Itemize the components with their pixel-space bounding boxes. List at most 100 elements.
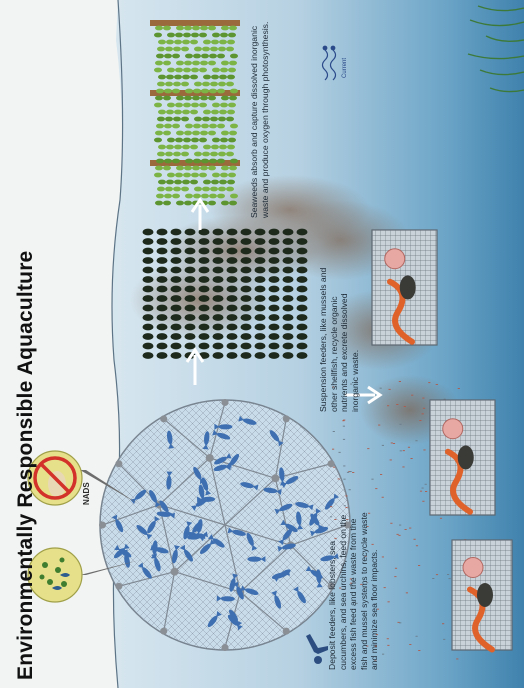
seaweed-frond	[209, 158, 217, 164]
seaweed-frond	[211, 109, 219, 115]
lobster-cage	[451, 539, 513, 653]
seaweed-frond	[174, 144, 182, 150]
particle	[415, 545, 419, 547]
seaweed-frond	[226, 46, 234, 52]
particle	[457, 388, 460, 389]
particle	[399, 524, 402, 526]
fish	[122, 549, 130, 568]
pen-node	[271, 474, 280, 483]
particle	[428, 382, 431, 384]
lobster-cage	[429, 399, 496, 516]
particle	[379, 387, 382, 389]
particle	[332, 386, 335, 388]
mussel	[184, 342, 196, 350]
seaweed-frond	[191, 67, 199, 73]
fish	[183, 521, 193, 540]
mussel	[184, 333, 196, 340]
particle	[411, 394, 414, 396]
mussel	[170, 276, 182, 283]
seaweed-frond	[183, 102, 191, 108]
seaweed-frond	[192, 95, 200, 101]
mussel	[198, 238, 210, 245]
mussel	[282, 266, 294, 274]
mussel	[296, 276, 308, 283]
fish	[271, 590, 282, 609]
mussel	[198, 257, 210, 264]
seaweed-frond	[190, 179, 198, 185]
particle	[421, 487, 424, 489]
mussel	[240, 276, 252, 283]
seaweed-frond	[200, 95, 208, 101]
particle	[394, 576, 397, 578]
particle	[348, 471, 351, 473]
particle	[345, 507, 348, 508]
fish	[189, 531, 208, 540]
fish	[229, 609, 243, 627]
mussel	[184, 266, 196, 274]
mussel	[184, 285, 196, 293]
mussel	[212, 247, 224, 255]
seaweed-frond	[200, 165, 208, 171]
mussel	[296, 285, 308, 293]
particle	[371, 478, 374, 480]
seaweed-frond	[193, 123, 201, 129]
seaweed-frond	[182, 109, 190, 115]
seaweed-frond	[185, 123, 193, 129]
mussel	[296, 323, 308, 331]
particle	[330, 506, 333, 508]
seaweed-frond	[155, 25, 163, 31]
no-nads-icon	[27, 450, 83, 506]
seaweed-frond	[212, 172, 220, 178]
seaweed-frond	[190, 39, 198, 45]
seaweed-frond	[165, 151, 173, 157]
seaweed-frond	[175, 32, 183, 38]
mussel	[226, 238, 238, 245]
seaweed-frond	[203, 179, 211, 185]
seaweed-frond	[192, 60, 200, 66]
mussel	[156, 352, 168, 359]
seaweed-frond	[201, 193, 209, 199]
mussel	[170, 285, 182, 293]
lobster	[387, 278, 415, 345]
particle	[364, 555, 367, 557]
seaweed-frond	[194, 151, 202, 157]
particle	[375, 488, 378, 490]
seaweed-frond	[229, 165, 237, 171]
mussel	[296, 228, 308, 236]
seaweed-frond	[219, 144, 227, 150]
particle	[368, 512, 371, 514]
seaweed-frond	[218, 46, 226, 52]
seaweed-frond	[182, 179, 190, 185]
mussel	[240, 333, 252, 340]
seaweed-frond	[154, 32, 162, 38]
seaweed-frond	[221, 165, 229, 171]
particle	[371, 543, 374, 545]
mussel	[268, 276, 280, 283]
particle	[432, 578, 435, 579]
fish	[111, 514, 124, 533]
sea-cucumber	[457, 445, 474, 470]
seaweed-frond	[163, 165, 171, 171]
seaweed-frond	[174, 74, 182, 80]
fish	[151, 553, 161, 572]
seaweed-frond	[167, 32, 175, 38]
mussel	[156, 333, 168, 340]
mussel	[268, 247, 280, 255]
seaweed-frond	[211, 39, 219, 45]
seaweed-frond	[229, 130, 237, 136]
seaweed-frond	[220, 137, 228, 143]
seaweed-frond	[154, 102, 162, 108]
mussel	[170, 304, 182, 312]
seaweed-frond	[221, 25, 229, 31]
mussel	[198, 285, 210, 293]
mussel	[240, 266, 252, 274]
mussel	[240, 238, 252, 245]
seaweed-frond	[209, 88, 217, 94]
seaweed-frond	[217, 88, 225, 94]
fish	[150, 544, 169, 554]
mussel	[226, 333, 238, 340]
pen-node	[160, 415, 168, 423]
mussel	[142, 333, 154, 340]
seaweed-frond	[230, 123, 238, 129]
seaweed-frond	[199, 67, 207, 73]
